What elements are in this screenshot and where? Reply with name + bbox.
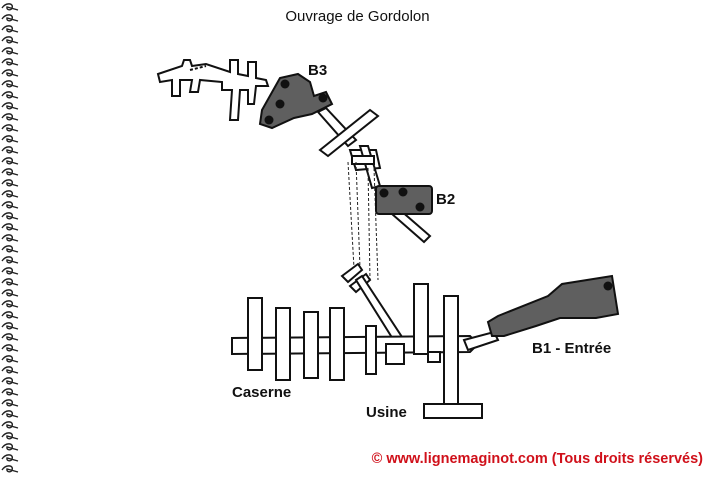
b3-block (258, 72, 334, 130)
label-usine: Usine (366, 404, 407, 421)
gallery-b3-b2 (316, 106, 382, 190)
b3-galleries (156, 59, 270, 121)
b1-block (486, 274, 620, 337)
dashed-links (347, 161, 379, 281)
label-b3: B3 (308, 62, 328, 79)
label-b2: B2 (436, 191, 456, 208)
label-caserne: Caserne (232, 384, 292, 401)
copyright-notice: © www.lignemaginot.com (Tous droits rése… (371, 451, 703, 467)
main-galleries (231, 283, 500, 419)
b2-block (375, 185, 433, 244)
spiral-binding (1, 3, 19, 473)
label-b1: B1 - Entrée (532, 340, 612, 357)
page-title: Ouvrage de Gordolon (285, 8, 430, 25)
